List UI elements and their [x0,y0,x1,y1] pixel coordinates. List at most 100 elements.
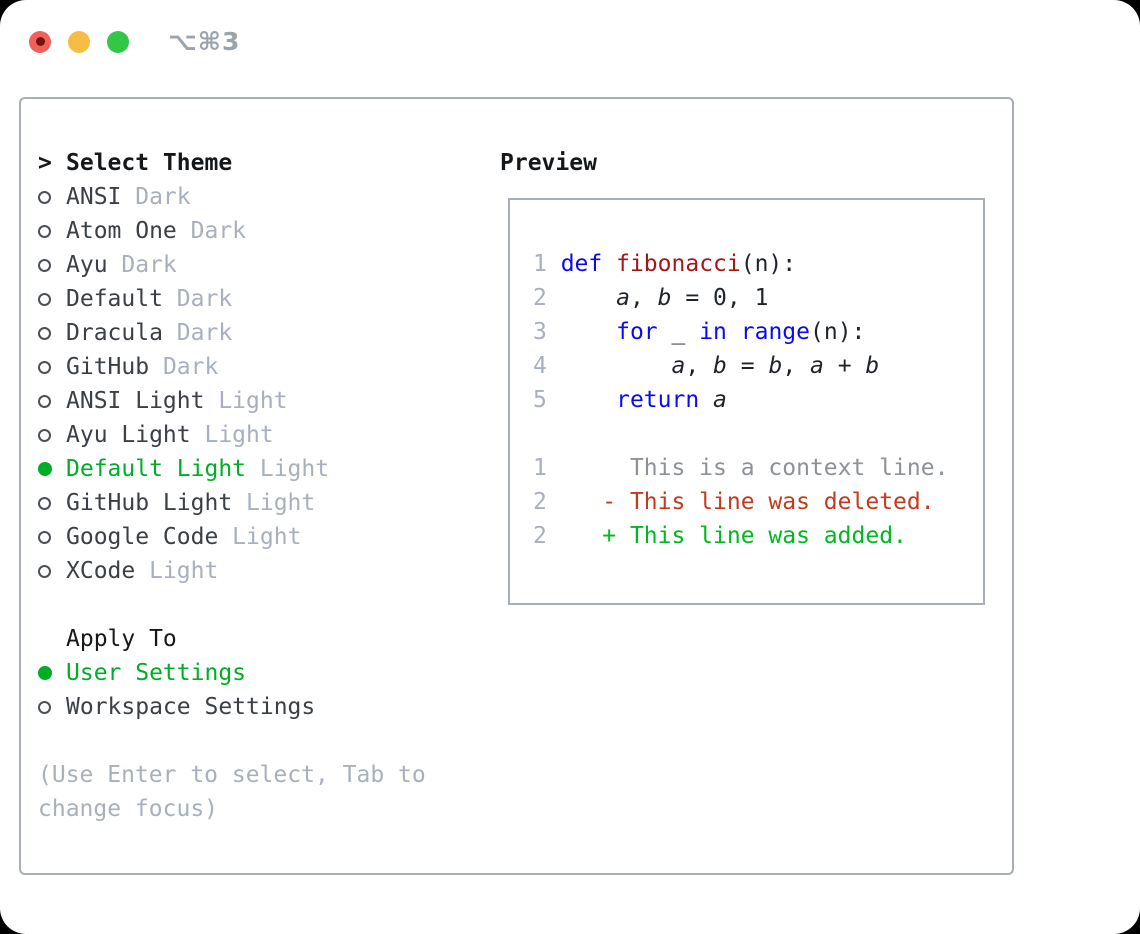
theme-option-label: Atom One [66,218,177,244]
line-number: 3 [533,319,617,345]
code-segment: (n): [740,251,797,277]
theme-option-ayu[interactable]: Ayu Dark [38,248,500,282]
code-segment: a [671,353,686,379]
theme-option-variant: Dark [176,218,247,244]
code-segment: + This line was added. [602,523,907,549]
theme-option-github-light[interactable]: GitHub Light Light [38,486,500,520]
window-titlebar: ⌥⌘3 [29,27,240,56]
line-number: 4 [533,353,672,379]
code-segment: fibonacci [616,251,741,277]
hint-text-line2: change focus) [38,796,219,822]
code-line [533,417,983,451]
code-segment: (n): [810,319,866,345]
apply-to-title: Apply To [38,622,500,656]
theme-option-default-light[interactable]: Default Light Light [38,452,500,486]
theme-option-label: GitHub Light [66,490,233,516]
theme-option-label: XCode [66,558,136,584]
theme-option-google-code[interactable]: Google Code Light [38,520,500,554]
theme-list-title-text: Select Theme [66,150,233,176]
radio-icon [38,360,66,374]
window-shortcut-label: ⌥⌘3 [168,27,241,56]
theme-option-default[interactable]: Default Dark [38,282,500,316]
apply-option-label: Workspace Settings [66,694,316,720]
theme-option-ansi[interactable]: ANSI Dark [38,180,500,214]
preview-title: Preview [500,150,597,176]
code-segment: b [713,353,727,379]
theme-option-variant: Light [135,558,219,584]
minimize-button[interactable] [68,30,90,53]
code-segment: range [740,319,810,345]
radio-icon [38,190,66,204]
code-segment: b [657,285,672,311]
theme-option-ansi-light[interactable]: ANSI Light Light [38,384,500,418]
code-segment: b [865,353,880,379]
radio-icon [38,258,66,272]
code-line: 1 def fibonacci(n): [533,247,983,281]
theme-option-label: Default [66,286,163,312]
code-segment: a [713,387,727,413]
code-segment: return [616,387,700,413]
theme-option-variant: Light [190,422,274,448]
theme-option-dracula[interactable]: Dracula Dark [38,316,500,350]
radio-selected-icon [38,462,66,476]
radio-icon [38,700,66,714]
line-number: 2 [533,489,603,515]
code-line: 2 + This line was added. [533,519,983,553]
close-button[interactable] [29,30,51,53]
theme-option-variant: Light [246,456,330,482]
theme-option-variant: Dark [149,354,219,380]
theme-option-variant: Light [204,388,288,414]
code-line: 1 This is a context line. [533,451,983,485]
code-segment: This is a context line. [629,455,949,481]
code-segment: , [685,353,714,379]
close-dot-icon [35,37,45,46]
theme-option-xcode[interactable]: XCode Light [38,554,500,588]
code-segment [602,251,616,277]
theme-list-title: >Select Theme [38,146,500,180]
code-line: 3 for _ in range(n): [533,315,983,349]
code-segment: in [699,319,727,345]
hint-text-line1: (Use Enter to select, Tab to [38,762,426,788]
preview-pane: Preview 1 def fibonacci(n):2 a, b = 0, 1… [500,99,1012,873]
line-number: 1 [533,251,561,277]
theme-option-label: Ayu [66,252,108,278]
theme-option-label: Dracula [66,320,163,346]
radio-icon [38,292,66,306]
code-segment: def [560,251,603,277]
code-segment: + [823,353,866,379]
apply-option-label: User Settings [66,660,247,686]
theme-option-github[interactable]: GitHub Dark [38,350,500,384]
spacer [38,588,500,622]
theme-option-label: GitHub [66,354,150,380]
code-segment: = [726,353,769,379]
radio-icon [38,394,66,408]
radio-icon [38,564,66,578]
code-segment: _ [657,319,700,345]
theme-option-variant: Dark [121,184,191,210]
theme-option-variant: Dark [107,252,177,278]
code-segment [699,387,713,413]
code-line: 2 - This line was deleted. [533,485,983,519]
apply-option-user-settings[interactable]: User Settings [38,656,500,690]
radio-selected-icon [38,666,66,680]
zoom-button[interactable] [107,30,129,53]
code-segment: - This line was deleted. [602,489,935,515]
theme-option-ayu-light[interactable]: Ayu Light Light [38,418,500,452]
radio-icon [38,428,66,442]
apply-option-workspace-settings[interactable]: Workspace Settings [38,690,500,724]
code-line: 2 a, b = 0, 1 [533,281,983,315]
code-segment: b [768,353,783,379]
code-segment: = 0, 1 [671,285,769,311]
theme-option-variant: Light [232,490,316,516]
radio-icon [38,224,66,238]
theme-option-atom-one[interactable]: Atom One Dark [38,214,500,248]
code-segment: for [616,319,658,345]
code-segment: , [629,285,658,311]
spacer [38,724,500,758]
theme-option-label: Default Light [66,456,247,482]
